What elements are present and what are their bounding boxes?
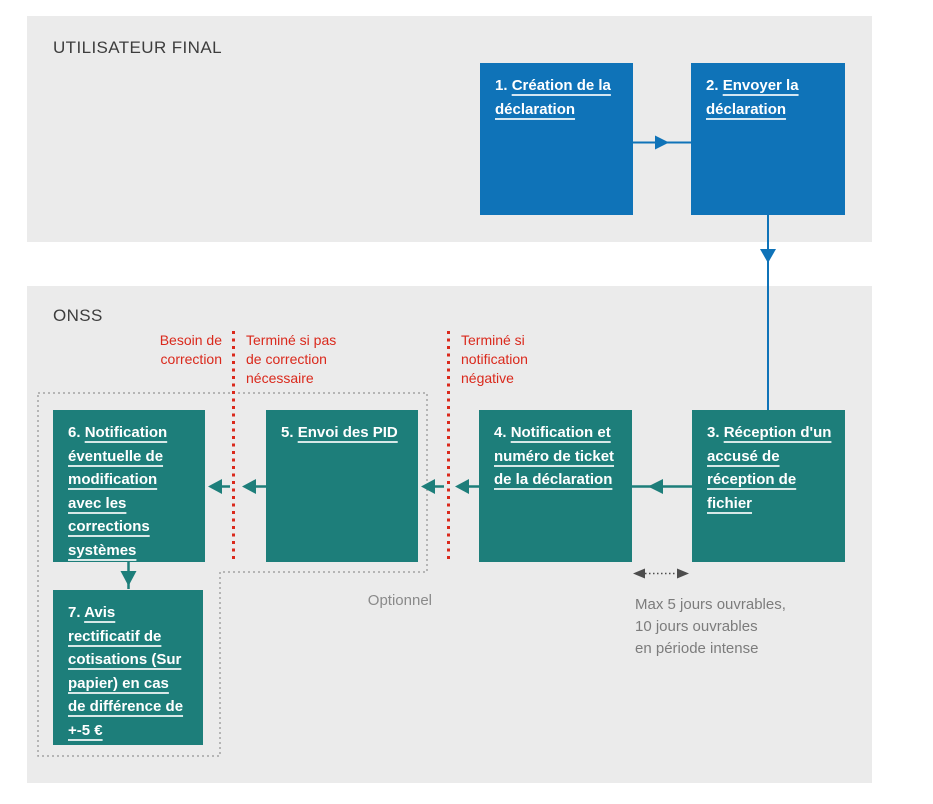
step-2-box: 2. Envoyer la déclaration bbox=[691, 63, 845, 215]
step-1-link[interactable]: Création de la déclaration bbox=[495, 77, 611, 118]
step-4-link[interactable]: Notification et numéro de ticket de la d… bbox=[494, 424, 615, 488]
annotation-optionnel: Optionnel bbox=[367, 592, 432, 609]
lane-label-onss: ONSS bbox=[53, 306, 103, 325]
step-2-number: 2. bbox=[706, 77, 723, 94]
step-2-link[interactable]: Envoyer la déclaration bbox=[706, 77, 799, 118]
annotation-termine-si-notification-negative: Terminé si notification négative bbox=[461, 332, 528, 386]
annotation-delai-line1: Max 5 jours ouvrables, bbox=[635, 596, 786, 613]
step-4-number: 4. bbox=[494, 424, 511, 441]
step-6-number: 6. bbox=[68, 424, 85, 441]
step-7-box: 7. Avis rectificatif de cotisations (Sur… bbox=[53, 590, 203, 745]
step-5-link[interactable]: Envoi des PID bbox=[297, 424, 398, 441]
annotation-besoin-de-correction: Besoin de correction bbox=[159, 332, 222, 367]
step-5-number: 5. bbox=[281, 424, 298, 441]
arrow-step2-to-step3-head bbox=[760, 249, 776, 263]
annotation-delai: Max 5 jours ouvrables, 10 jours ouvrable… bbox=[635, 594, 786, 660]
annotation-termine-si-pas-de-correction: Terminé si pas de correction nécessaire bbox=[246, 332, 337, 386]
step-1-number: 1. bbox=[495, 77, 512, 94]
step-3-number: 3. bbox=[707, 424, 724, 441]
annotation-delai-line3: en période intense bbox=[635, 640, 759, 657]
step-4-box: 4. Notification et numéro de ticket de l… bbox=[479, 410, 632, 562]
step-7-number: 7. bbox=[68, 604, 85, 621]
lane-label-utilisateur-final: UTILISATEUR FINAL bbox=[53, 38, 222, 57]
step-3-box: 3. Réception d'un accusé de réception de… bbox=[692, 410, 845, 562]
step-3-link[interactable]: Réception d'un accusé de réception de fi… bbox=[707, 424, 832, 512]
step-6-link[interactable]: Notification éventuelle de modification … bbox=[68, 424, 168, 559]
step-1-box: 1. Création de la déclaration bbox=[480, 63, 633, 215]
step-5-box: 5. Envoi des PID bbox=[266, 410, 418, 562]
annotation-delai-line2: 10 jours ouvrables bbox=[635, 618, 758, 635]
step-6-box: 6. Notification éventuelle de modificati… bbox=[53, 410, 205, 562]
step-7-link[interactable]: Avis rectificatif de cotisations (Sur pa… bbox=[68, 604, 184, 739]
